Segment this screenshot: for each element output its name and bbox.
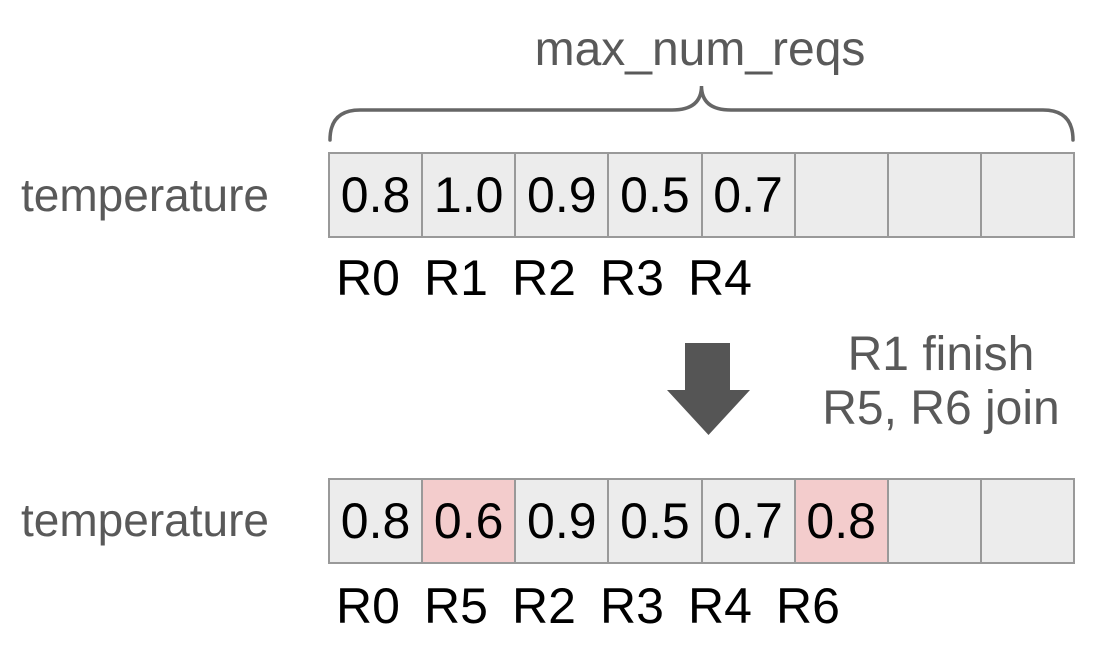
- overbrace-icon: [328, 85, 1075, 142]
- array-cell: [886, 154, 980, 236]
- array-cell: [886, 480, 980, 562]
- array-cell: [979, 480, 1073, 562]
- array-cell-highlighted: 0.6: [421, 480, 515, 562]
- request-label: R0: [336, 250, 400, 306]
- array-cell: 0.7: [700, 480, 794, 562]
- down-arrow-icon: [667, 343, 750, 435]
- request-label: R2: [512, 250, 576, 306]
- request-labels-before: R0 R1 R2 R3 R4: [324, 250, 764, 306]
- transition-caption-line2: R5, R6 join: [822, 382, 1060, 435]
- transition-caption-line1: R1 finish: [847, 328, 1035, 381]
- array-cell: 1.0: [421, 154, 515, 236]
- request-label: R3: [600, 578, 664, 634]
- transition-caption: R1 finish R5, R6 join: [810, 328, 1072, 436]
- request-label: R2: [512, 578, 576, 634]
- temperature-label-after: temperature: [20, 494, 269, 546]
- temperature-label-before: temperature: [20, 169, 269, 221]
- array-cell: 0.9: [514, 154, 608, 236]
- array-cell-highlighted: 0.8: [793, 480, 887, 562]
- request-labels-after: R0 R5 R2 R3 R4 R6: [324, 578, 852, 634]
- request-label: R4: [688, 250, 752, 306]
- array-cell: 0.7: [700, 154, 794, 236]
- request-label: R3: [600, 250, 664, 306]
- request-label: R5: [424, 578, 488, 634]
- array-cell: 0.5: [607, 154, 701, 236]
- max-num-reqs-label: max_num_reqs: [534, 23, 866, 76]
- request-label: R1: [424, 250, 488, 306]
- array-cell: 0.9: [514, 480, 608, 562]
- array-cell: 0.5: [607, 480, 701, 562]
- request-label: R6: [776, 578, 840, 634]
- request-label: R0: [336, 578, 400, 634]
- array-cell: 0.8: [330, 154, 422, 236]
- array-cell: [979, 154, 1073, 236]
- array-cell: [793, 154, 887, 236]
- request-label: R4: [688, 578, 752, 634]
- array-cell: 0.8: [330, 480, 422, 562]
